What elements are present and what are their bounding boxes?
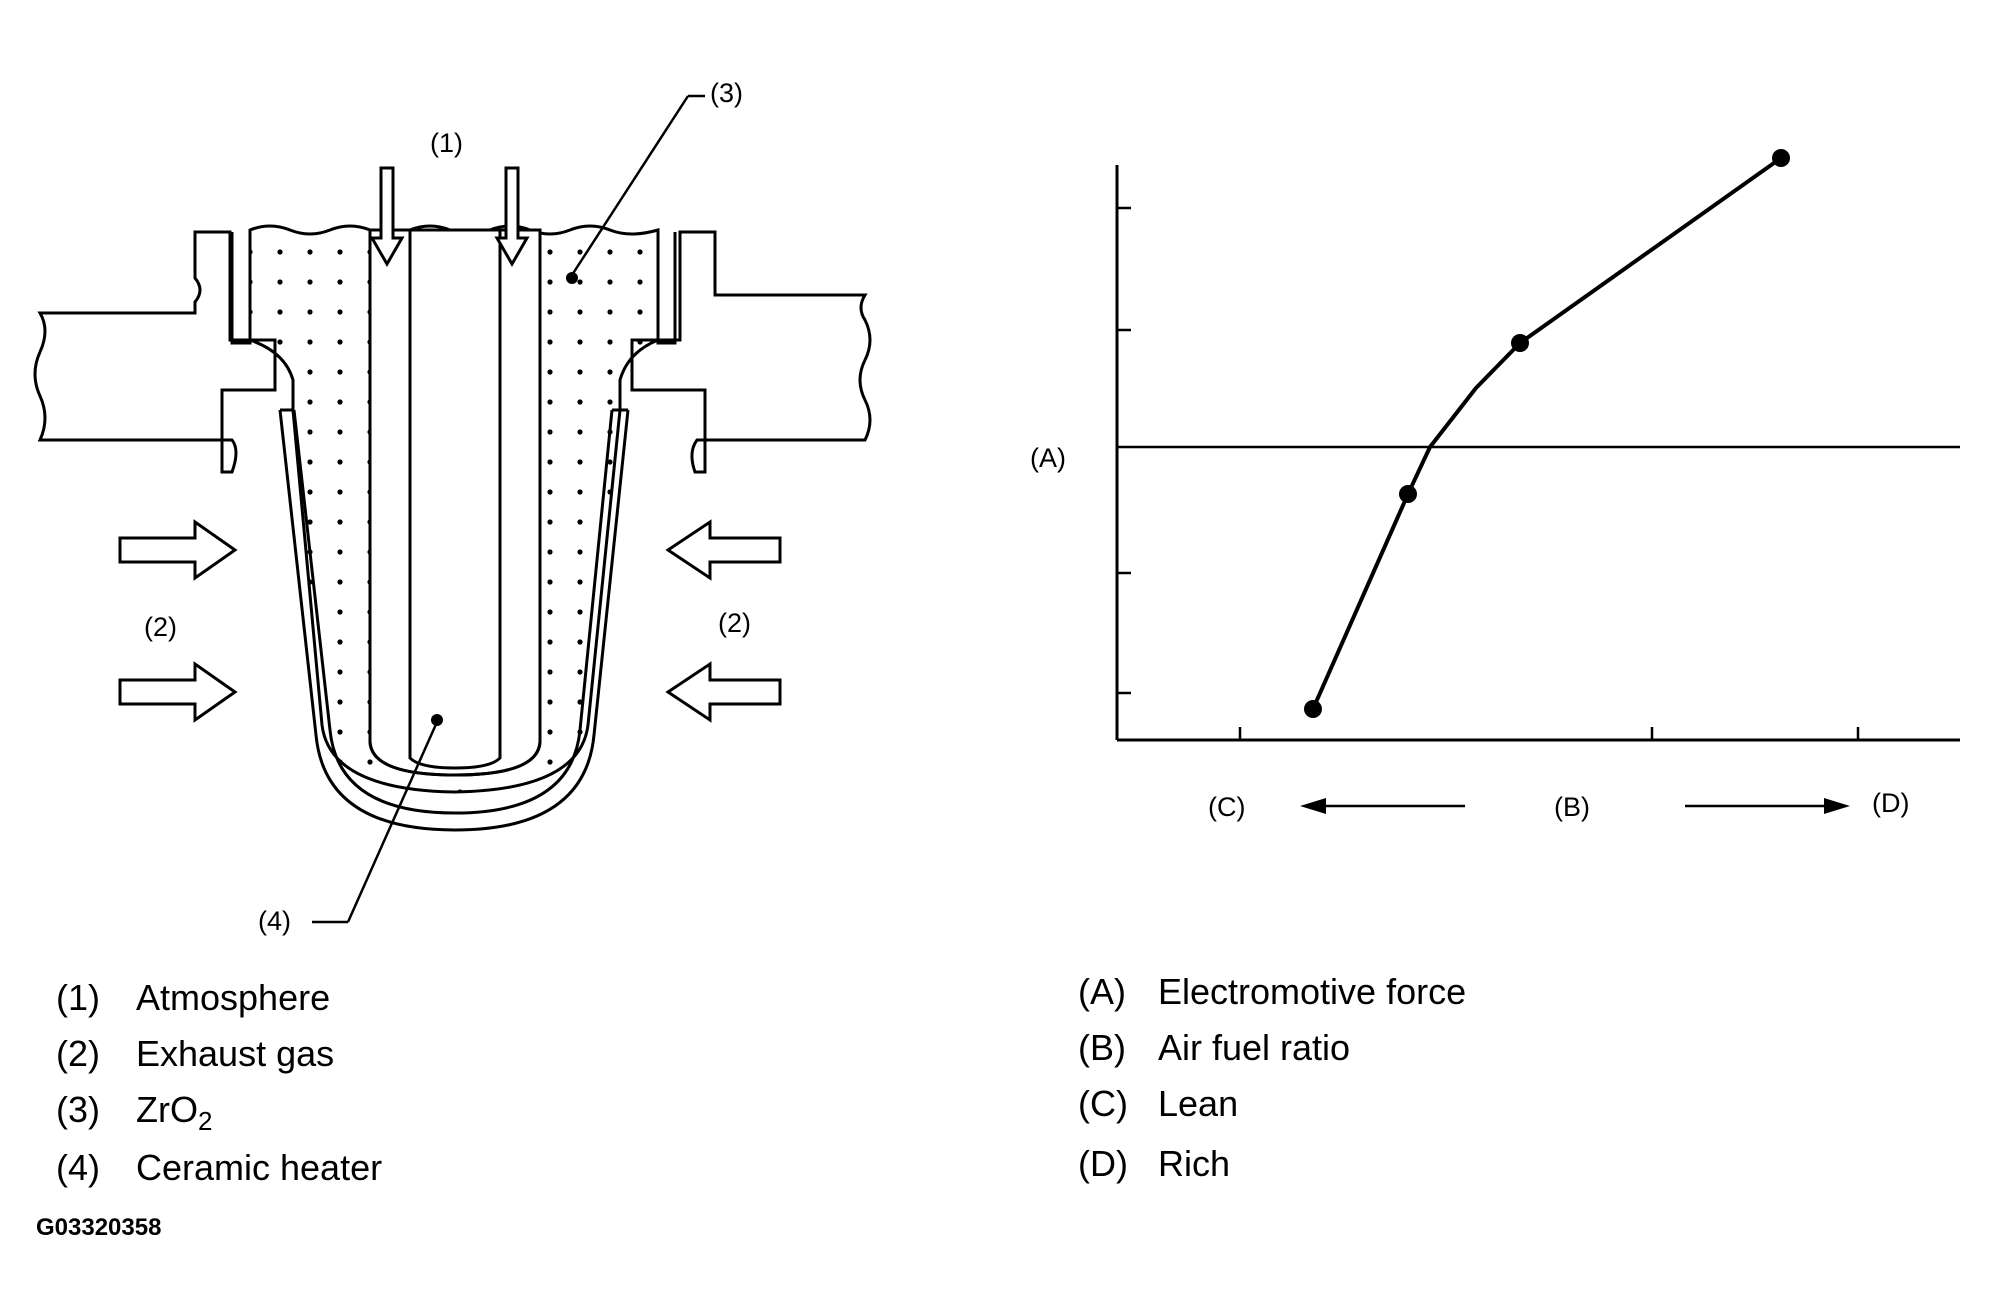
exhaust-pipe-left-wall	[33, 230, 277, 474]
atmosphere-arrow-right-icon	[494, 166, 530, 268]
exhaust-arrow-right-upper-icon	[665, 519, 782, 581]
callout-4-dot	[431, 714, 443, 726]
graph-label-d: (D)	[1872, 788, 1909, 818]
callout-1-label: (1)	[430, 128, 463, 158]
callout-2-left-label: (2)	[144, 612, 177, 642]
callout-4-leader	[346, 721, 439, 923]
graph-legend-code: (A)	[1078, 971, 1126, 1012]
sensor-legend-code: (2)	[56, 1033, 100, 1074]
graph-legend-code: (C)	[1078, 1083, 1128, 1124]
graph-label-a: (A)	[1030, 443, 1066, 473]
protective-cover-inner	[292, 409, 614, 815]
sensor-legend-item-1: (1) Atmosphere	[56, 978, 330, 1018]
callout-3-label: (3)	[710, 78, 743, 108]
rich-arrow-head-icon	[1824, 798, 1850, 814]
curve-point-4	[1772, 149, 1790, 167]
sensor-legend-item-2: (2) Exhaust gas	[56, 1034, 334, 1074]
mounting-flange-left	[230, 232, 252, 345]
graph-legend-item-d: (D) Rich	[1078, 1144, 1230, 1184]
exhaust-arrow-left-lower-icon	[118, 661, 238, 723]
sensor-legend-subscript: 2	[197, 1106, 213, 1137]
exhaust-arrow-right-lower-icon	[665, 661, 782, 723]
atmosphere-arrow-left-icon	[369, 166, 405, 268]
sensor-legend-item-3: (3) ZrO2	[56, 1090, 212, 1141]
sensor-legend-text: Atmosphere	[136, 977, 331, 1018]
callout-3-leader	[570, 95, 690, 276]
graph-legend-item-a: (A) Electromotive force	[1078, 972, 1466, 1012]
graph-legend-item-c: (C) Lean	[1078, 1084, 1238, 1124]
sensor-legend-code: (3)	[56, 1089, 100, 1130]
mounting-flange-right	[656, 232, 677, 345]
emf-curve	[1311, 156, 1783, 710]
inner-electrode-line	[368, 230, 542, 777]
graph-legend-text: Rich	[1158, 1143, 1231, 1184]
sensor-legend-text: Ceramic heater	[136, 1147, 383, 1188]
callout-4-label: (4)	[258, 906, 291, 936]
curve-point-2	[1399, 485, 1417, 503]
graph-label-b: (B)	[1554, 792, 1590, 822]
oxygen-sensor-diagram	[33, 94, 872, 924]
exhaust-pipe-right-wall	[630, 230, 872, 474]
lean-arrow-head-icon	[1300, 798, 1326, 814]
callout-2-right-label: (2)	[718, 608, 751, 638]
graph-legend-code: (B)	[1078, 1027, 1126, 1068]
graph-label-c: (C)	[1208, 792, 1245, 822]
atmosphere-chamber	[368, 228, 542, 777]
sensor-legend-code: (1)	[56, 977, 100, 1018]
emf-graph	[1115, 156, 1960, 814]
sensor-legend-text: Exhaust gas	[136, 1033, 335, 1074]
graph-legend-code: (D)	[1078, 1143, 1128, 1184]
sensor-legend-text: ZrO	[136, 1089, 198, 1130]
curve-point-1	[1304, 700, 1322, 718]
protective-cover-outer	[278, 409, 630, 832]
graph-legend-text: Lean	[1158, 1083, 1239, 1124]
exhaust-arrow-left-upper-icon	[118, 519, 238, 581]
graph-legend-item-b: (B) Air fuel ratio	[1078, 1028, 1350, 1068]
sensor-legend-item-4: (4) Ceramic heater	[56, 1148, 382, 1188]
graph-legend-text: Air fuel ratio	[1158, 1027, 1351, 1068]
curve-point-3	[1511, 334, 1529, 352]
callout-3-dot	[566, 272, 578, 284]
sensor-legend-code: (4)	[56, 1147, 100, 1188]
ceramic-heater-outline	[408, 230, 502, 770]
graph-legend-text: Electromotive force	[1158, 971, 1467, 1012]
figure-code: G03320358	[36, 1214, 162, 1241]
